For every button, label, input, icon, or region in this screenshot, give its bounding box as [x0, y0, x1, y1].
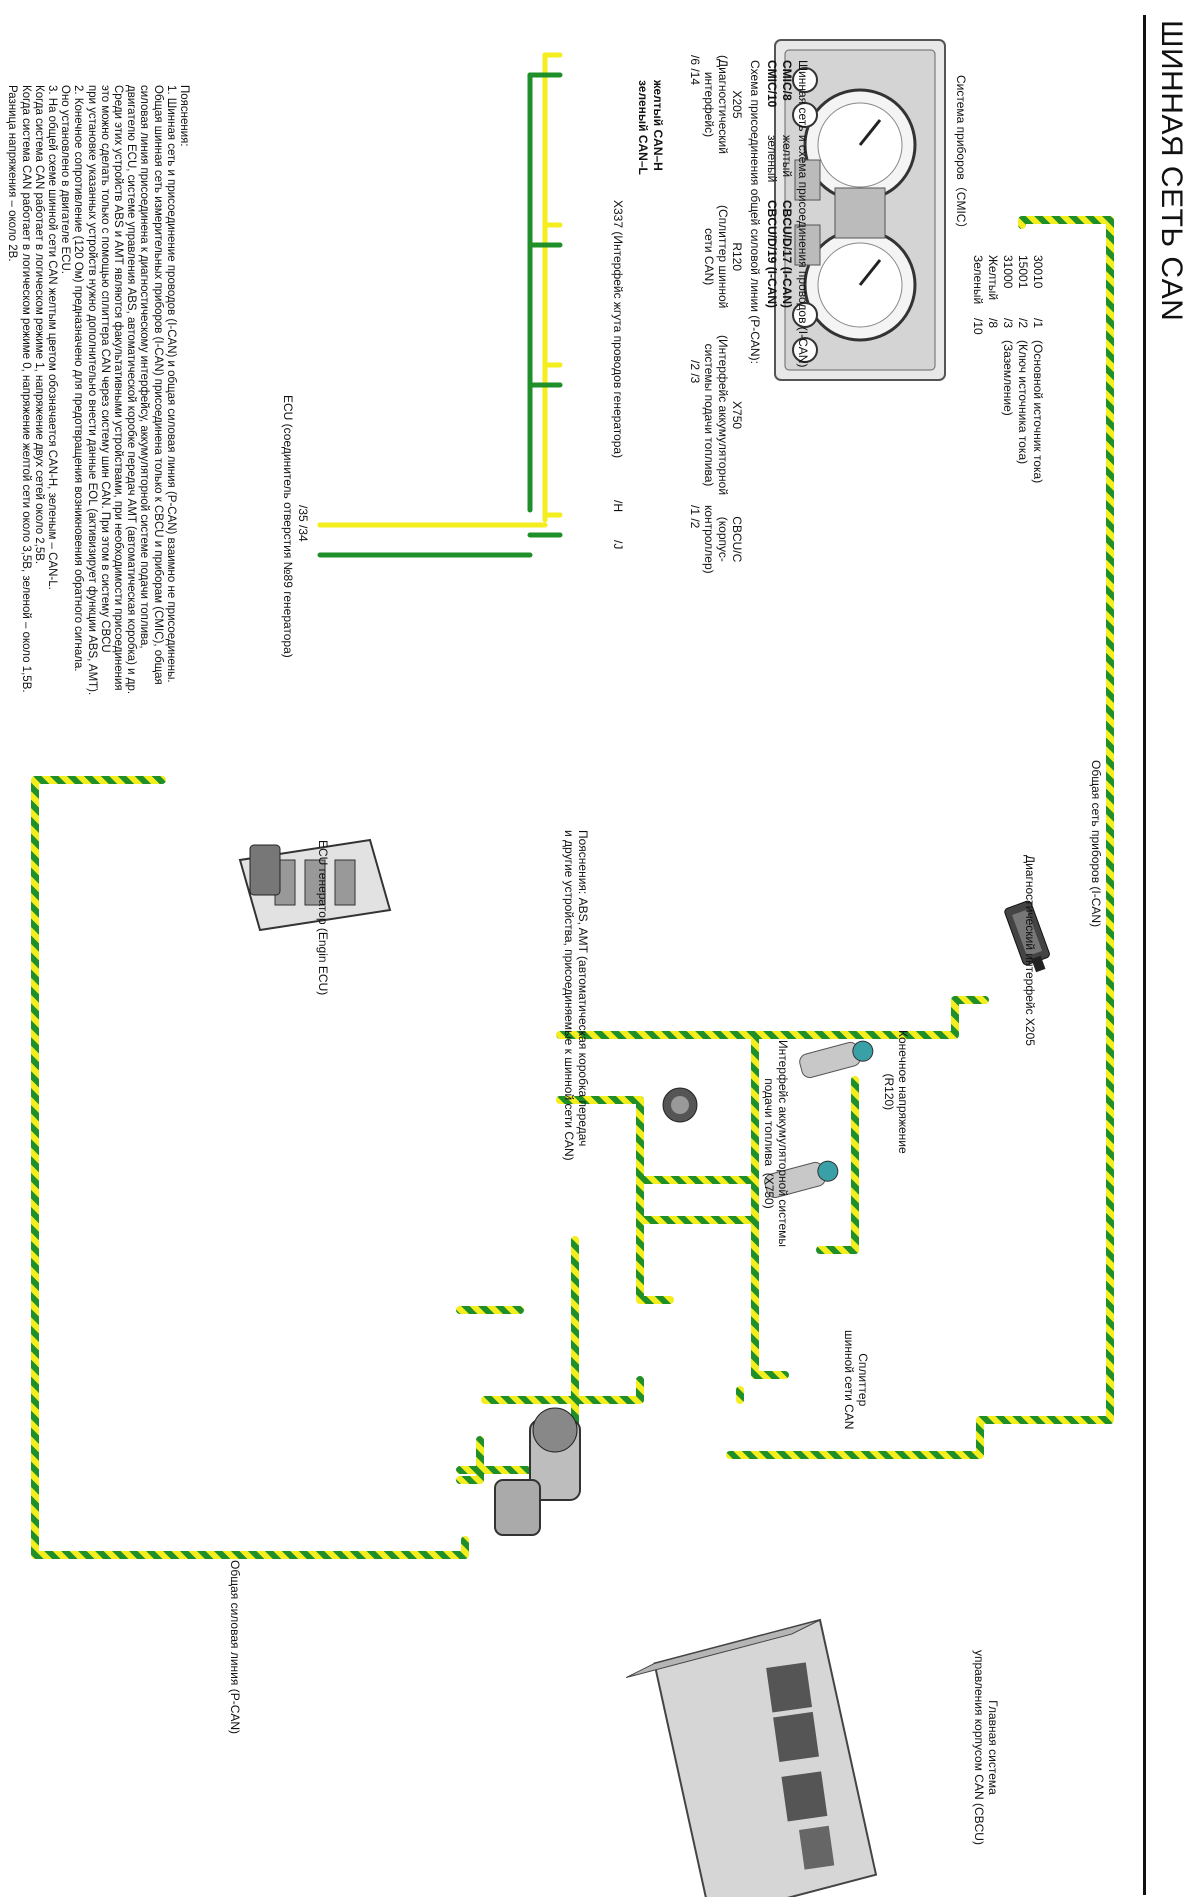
instrument-system-label: Система приборов（CMIC）	[954, 75, 968, 235]
h-pin: /H	[611, 500, 625, 512]
diagnostic-connector-illustration	[1004, 900, 1050, 973]
pcan-scheme-heading: Схема присоединения общей силовой линии …	[748, 60, 762, 364]
ican-row2-left: CMIC/10	[765, 60, 779, 108]
r120-label: R120 (Сплиттер шинной сети CAN)	[702, 205, 744, 309]
can-h-label: желтый CAN–H	[651, 80, 665, 171]
i-can-cable	[726, 216, 1114, 1459]
elbow-connector-illustration	[494, 1407, 581, 1536]
note-abs-label: Пояснения: ABS, AMT (автоматическая коро…	[562, 830, 590, 1161]
x337-label: X337 (Интерфейс жгута проводов генератор…	[611, 200, 625, 459]
cmic-pin-code-2: 15001	[1016, 255, 1030, 289]
splitter-label: Сплиттер шинной сети CAN	[842, 1330, 870, 1430]
cmic-pin-code-3: 31000	[1001, 255, 1015, 289]
ican-row2-right: CBCU/D/19 (I-CAN)	[765, 200, 779, 308]
cmic-pin-code-5: Зеленый	[971, 255, 985, 305]
accum-interface-label: Интерфейс аккумуляторной системы подачи …	[762, 1040, 790, 1247]
common-instrument-net-label: Общая сеть приборов (I-CAN)	[1089, 760, 1103, 928]
cbcu-pins: /1 /2	[688, 505, 702, 529]
ican-row1-color: желтый	[780, 135, 794, 178]
ecu-generator-illustration	[238, 838, 392, 932]
cbcu-label: CBCU/C (корпус- контроллер)	[702, 505, 744, 574]
ecu-pins: /35 /34	[296, 505, 310, 542]
x750-pins: /2 /3	[688, 360, 702, 384]
cmic-pin-number-3: /3	[1001, 318, 1015, 329]
cmic-pin-code-4: Желтый	[986, 255, 1000, 301]
common-power-line-label: Общая силовая линия (P-CAN)	[228, 1560, 242, 1735]
pcan-schematic-wires	[317, 52, 563, 558]
x750-connector-illustration	[662, 1087, 698, 1123]
ecu-connector-label: ECU (соединитель отверстия №89 генератор…	[281, 395, 295, 658]
ican-row2-color: зеленый	[765, 135, 779, 183]
can-l-label: зеленый CAN–L	[636, 80, 650, 175]
x205-label: X205 (Диагностический интерфейс)	[702, 55, 744, 154]
ecu-generator-label: ECU генератор (Engin ECU)	[316, 840, 330, 996]
ican-row1-right: CBCU/D/17 (I-CAN)	[780, 200, 794, 308]
x205-pins: /6 /14	[688, 55, 702, 86]
diag-interface-label: Диагностический интерфейс X205	[1023, 855, 1037, 1046]
ican-scheme-heading: Шинная сеть и схема присоединения провод…	[796, 60, 810, 368]
notes: Пояснения: 1. Шинная сеть и присоединени…	[6, 85, 190, 696]
ican-row1-left: CMIC/8	[780, 60, 794, 101]
cmic-pin-number-5: /10	[971, 318, 985, 335]
cmic-pin-number-1: /1	[1031, 318, 1045, 329]
pcan-schematic-bus	[520, 60, 563, 500]
cmic-pin-desc-3: (Заземление)	[1001, 340, 1015, 416]
instrument-cluster-illustration	[774, 39, 946, 381]
p-can-cable	[456, 996, 989, 1484]
cmic-pin-desc-1: (Основной источник тока)	[1031, 340, 1045, 484]
cbcu-module-illustration	[625, 1618, 878, 1897]
terminal-voltage-label: Конечное напряжение (R120)	[882, 1030, 910, 1154]
cbcu-main-label: Главная система управления корпусом CAN …	[972, 1650, 1000, 1845]
cmic-pin-code-1: 30010	[1031, 255, 1045, 289]
cmic-pin-number-4: /8	[986, 318, 1000, 329]
r120-splitter-illustration	[764, 1040, 874, 1199]
j-pin: /J	[611, 540, 625, 550]
cmic-pin-number-2: /2	[1016, 318, 1030, 329]
x750-label: X750 (Интерфейс аккумуляторной системы п…	[702, 335, 744, 496]
cmic-pin-desc-2: (Ключ источника тока)	[1016, 340, 1030, 465]
